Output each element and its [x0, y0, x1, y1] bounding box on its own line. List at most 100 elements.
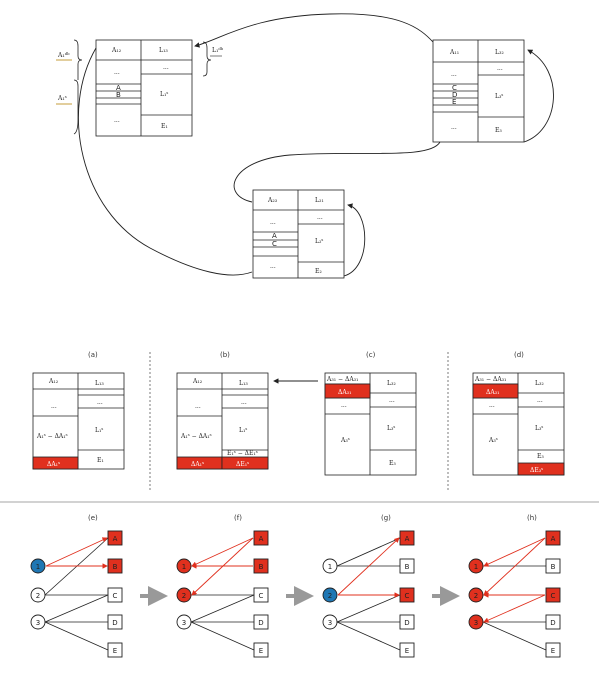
left-node-label: 2 [36, 592, 40, 600]
pa-dots-r: ... [97, 399, 103, 406]
label-a1-db: A₁ᵈᵇ [57, 52, 70, 59]
caption-c: (c) [366, 351, 376, 359]
left-node-label: 3 [474, 619, 478, 627]
left-node [322, 614, 338, 630]
top-table-1 [95, 39, 193, 137]
t3-key-a: A [272, 232, 277, 240]
left-node-label: 3 [182, 619, 186, 627]
t3-dots-r: ... [317, 214, 323, 221]
right-node-label: C [259, 592, 264, 600]
label-l1-db: L₁ᵈᵇ [212, 47, 224, 54]
right-node [545, 530, 561, 546]
graph-edge [44, 537, 109, 596]
pc-l: L₃₂ [387, 380, 396, 387]
t3-key-c: C [272, 240, 277, 248]
right-node [253, 558, 269, 574]
pc-lm: L₃ˢ [387, 425, 395, 432]
caption-a: (a) [88, 351, 98, 359]
left-node [30, 614, 46, 630]
right-node-label: B [551, 563, 556, 571]
left-node [176, 587, 192, 603]
t2-lm: L₃ˢ [495, 93, 503, 100]
pb-lm: L₁ˢ [239, 427, 247, 434]
t2-e: E₃ [495, 127, 502, 134]
right-node-label: B [113, 563, 118, 571]
graph-edge-red [483, 537, 546, 567]
left-node [176, 614, 192, 630]
pd-l: L₃₂ [535, 380, 544, 387]
t2-dots: ... [451, 71, 457, 78]
right-node [253, 587, 269, 603]
left-node-label: 1 [36, 563, 40, 571]
right-node-label: E [113, 647, 117, 655]
right-node-label: D [258, 619, 263, 627]
t1-key-b: B [116, 91, 121, 99]
t3-l: L₂₁ [315, 197, 324, 204]
right-node-label: D [550, 619, 555, 627]
right-node [545, 587, 561, 603]
graph-edge [336, 537, 401, 567]
right-node [399, 587, 415, 603]
caption-d: (d) [514, 351, 524, 359]
t3-dots2: ... [270, 263, 276, 270]
right-node [399, 614, 415, 630]
pd-e: E₃ [537, 453, 544, 460]
pd-red: ΔA₃₁ [486, 389, 499, 396]
left-node [176, 558, 192, 574]
right-node [545, 614, 561, 630]
t2-key-c: C [452, 84, 457, 92]
right-node-label: E [551, 647, 555, 655]
t3-e: E₂ [315, 268, 322, 275]
pa-lm: L₁ˢ [95, 427, 103, 434]
right-node-label: A [551, 535, 556, 543]
graph-edge [44, 594, 109, 623]
right-node-label: B [405, 563, 410, 571]
pc-am: A₃ˢ [340, 437, 350, 444]
graph-edge [336, 621, 401, 651]
bipartite-graphs: (e)123ABCDE(f)123ABCDE(g)123ABCDE(h)123A… [30, 514, 561, 658]
t3-lm: L₂ˢ [315, 238, 323, 245]
pa-a: A₁₂ [48, 378, 59, 385]
top-table-3 [252, 189, 345, 279]
pb-red-l: ΔA₁ˢ [191, 461, 204, 468]
left-node-label: 2 [328, 592, 332, 600]
top-pointer-curves [78, 13, 554, 277]
t1-a: A₁₂ [111, 47, 122, 54]
left-node-label: 1 [182, 563, 186, 571]
left-node-label: 2 [182, 592, 186, 600]
pa-red: ΔA₁ˢ [47, 461, 60, 468]
pd-lm: L₃ˢ [535, 425, 543, 432]
right-node-label: A [259, 535, 264, 543]
graph-caption: (h) [527, 514, 537, 522]
pc-dots: ... [341, 402, 347, 409]
left-node-label: 1 [474, 563, 478, 571]
t1-dots2: ... [114, 117, 120, 124]
graph-edge-red [191, 537, 254, 567]
pb-e: E₁ˢ − ΔE₁ˢ [227, 450, 258, 457]
pb-a: A₁₂ [192, 378, 203, 385]
right-node-label: C [405, 592, 410, 600]
left-node-label: 1 [328, 563, 332, 571]
panel-a-table [32, 372, 125, 470]
t1-dots-r: ... [163, 64, 169, 71]
right-node [399, 530, 415, 546]
left-node [468, 587, 484, 603]
right-node [107, 614, 123, 630]
left-node [30, 587, 46, 603]
pa-am: A₁ˢ − ΔA₁ˢ [36, 433, 68, 440]
right-node-label: D [404, 619, 409, 627]
t2-l: L₃₂ [495, 49, 504, 56]
graph-edge-red [45, 537, 108, 567]
pa-dots: ... [51, 403, 57, 410]
caption-b: (b) [220, 351, 230, 359]
graph-caption: (g) [381, 514, 391, 522]
t2-key-d: D [452, 91, 457, 99]
panel-d-red-cell [472, 383, 519, 399]
pc-e: E₃ [389, 460, 396, 467]
left-node-label: 3 [328, 619, 332, 627]
right-node [545, 558, 561, 574]
pc-dots-r: ... [389, 397, 395, 404]
pb-l: L₁₃ [239, 380, 248, 387]
graph-edge [190, 594, 255, 623]
right-node-label: B [259, 563, 264, 571]
